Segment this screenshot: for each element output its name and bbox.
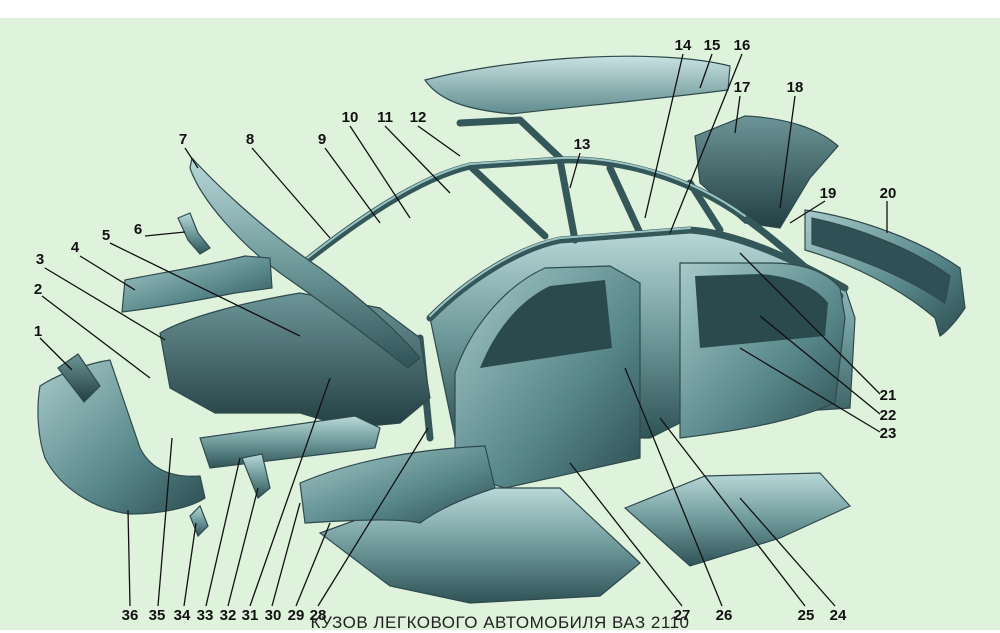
label-28: 28 (310, 607, 327, 624)
front-door-window (480, 280, 612, 368)
label-20: 20 (880, 185, 897, 202)
front-side-member (199, 415, 381, 469)
diagram-panel: 1 2 3 4 5 6 7 8 9 10 11 12 13 14 15 16 1… (0, 18, 1000, 630)
label-15: 15 (704, 37, 721, 54)
label-24: 24 (830, 607, 847, 624)
rear-boot-panel (694, 115, 839, 229)
label-2: 2 (34, 281, 42, 298)
label-16: 16 (734, 37, 751, 54)
label-4: 4 (71, 239, 80, 256)
caption-text: Кузов легкового автомобиля ВАЗ 2110 (310, 613, 690, 632)
label-25: 25 (798, 607, 815, 624)
label-27: 27 (674, 607, 691, 624)
label-6: 6 (134, 221, 142, 238)
hood (189, 156, 421, 369)
label-3: 3 (36, 251, 44, 268)
front-fender-upper (121, 255, 273, 313)
label-32: 32 (220, 607, 237, 624)
bracket (177, 212, 211, 255)
roof-frame (296, 116, 849, 322)
front-bumper (37, 359, 206, 515)
label-18: 18 (787, 79, 804, 96)
label-19: 19 (820, 185, 837, 202)
label-1: 1 (34, 323, 42, 340)
label-8: 8 (246, 131, 254, 148)
label-30: 30 (265, 607, 282, 624)
engine-compartment (159, 292, 431, 429)
label-5: 5 (102, 227, 110, 244)
leader-lines (39, 53, 888, 607)
label-34: 34 (174, 607, 191, 624)
car-body-diagram: 1 2 3 4 5 6 7 8 9 10 11 12 13 14 15 16 1… (34, 37, 966, 624)
roof-panel (424, 55, 731, 115)
label-31: 31 (242, 607, 259, 624)
label-11: 11 (377, 109, 393, 126)
lower-bracket (241, 453, 271, 499)
label-35: 35 (149, 607, 166, 624)
label-33: 33 (197, 607, 214, 624)
label-12: 12 (410, 109, 427, 126)
label-7: 7 (179, 131, 187, 148)
label-10: 10 (342, 109, 359, 126)
label-36: 36 (122, 607, 139, 624)
front-fender (299, 445, 496, 524)
label-9: 9 (318, 131, 326, 148)
label-23: 23 (880, 425, 897, 442)
label-13: 13 (574, 136, 591, 153)
label-29: 29 (288, 607, 305, 624)
label-26: 26 (716, 607, 733, 624)
label-14: 14 (675, 37, 692, 54)
label-22: 22 (880, 407, 897, 424)
tow-eye (189, 504, 209, 538)
rear-bumper-inner (811, 217, 951, 305)
label-21: 21 (880, 387, 897, 404)
callout-labels: 1 2 3 4 5 6 7 8 9 10 11 12 13 14 15 16 1… (34, 37, 897, 624)
label-17: 17 (734, 79, 751, 96)
rear-door-window (695, 274, 828, 348)
figure-caption: Кузов легкового автомобиля ВАЗ 2110 (0, 612, 1000, 633)
